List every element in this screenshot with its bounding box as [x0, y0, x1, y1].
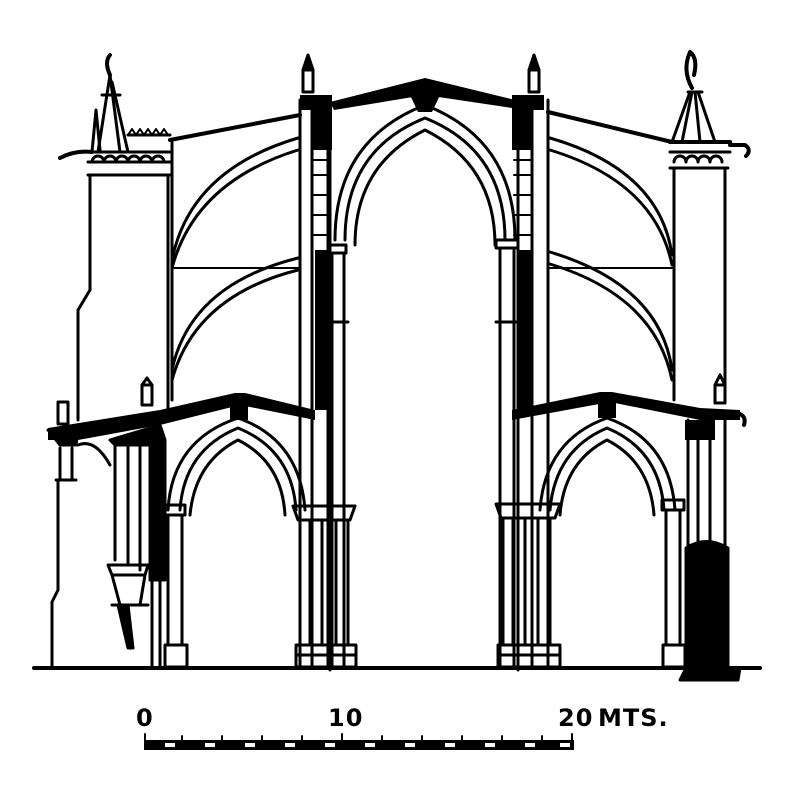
right-buttress-tower [668, 50, 751, 402]
right-flying-buttresses [546, 110, 674, 382]
nave [328, 78, 520, 672]
left-flying-buttresses [168, 113, 302, 402]
right-main-pier [494, 53, 562, 670]
left-main-pier [291, 53, 358, 670]
scale-label-10: 10 [328, 704, 364, 732]
left-aisle [46, 376, 315, 670]
right-aisle [512, 373, 747, 682]
left-buttress-tower [58, 53, 174, 422]
scale-label-20: 20 [558, 704, 594, 732]
scale-bar [144, 733, 574, 750]
scale-label-0: 0 [136, 704, 154, 732]
scale-unit-label: MTS. [598, 704, 669, 732]
